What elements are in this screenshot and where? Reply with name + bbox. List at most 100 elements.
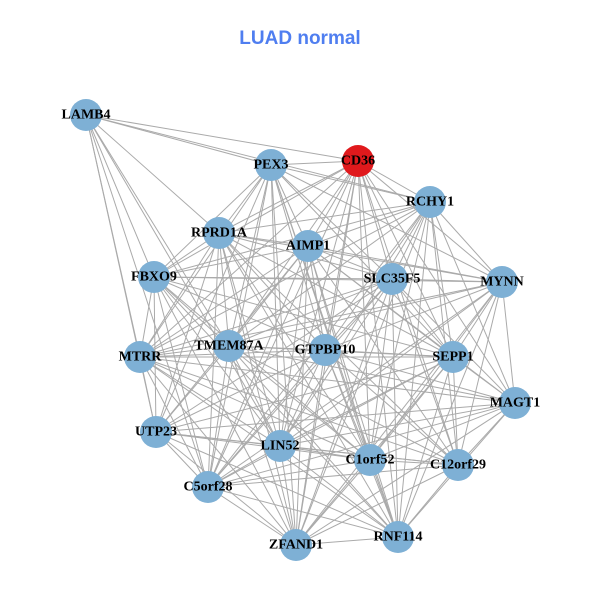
node-ZFAND1[interactable]: ZFAND1 xyxy=(269,529,323,561)
edge-GTPBP10-C5orf28 xyxy=(207,349,326,488)
node-circle[interactable] xyxy=(70,99,102,131)
edge-MYNN-C5orf28 xyxy=(207,281,503,488)
edge-GTPBP10-SEPP1 xyxy=(324,349,454,358)
edge-TMEM87A-LIN52 xyxy=(228,345,281,447)
edge-MAGT1-ZFAND1 xyxy=(295,402,516,546)
edge-SLC35F5-C1orf52 xyxy=(369,278,393,461)
edge-CD36-MYNN xyxy=(357,160,503,283)
edge-LIN52-ZFAND1 xyxy=(279,445,297,546)
node-circle[interactable] xyxy=(213,330,245,362)
node-circle[interactable] xyxy=(382,521,414,553)
edge-FBXO9-C1orf52 xyxy=(153,276,371,461)
node-label: C5orf28 xyxy=(184,480,233,495)
edge-TMEM87A-MAGT1 xyxy=(228,345,516,404)
node-circle[interactable] xyxy=(342,145,374,177)
edge-UTP23-C1orf52 xyxy=(155,431,371,461)
node-circle[interactable] xyxy=(292,230,324,262)
edge-RCHY1-RPRD1A xyxy=(218,201,431,234)
edge-RCHY1-C12orf29 xyxy=(429,201,459,466)
edge-RPRD1A-ZFAND1 xyxy=(218,232,297,546)
edge-CD36-RPRD1A xyxy=(218,160,359,234)
edge-MAGT1-C5orf28 xyxy=(207,402,516,488)
edge-C12orf29-C5orf28 xyxy=(207,464,459,488)
edge-MTRR-ZFAND1 xyxy=(139,356,297,546)
node-MAGT1[interactable]: MAGT1 xyxy=(490,387,541,419)
node-circle[interactable] xyxy=(437,341,469,373)
node-FBXO9[interactable]: FBXO9 xyxy=(131,261,177,293)
edge-SEPP1-C5orf28 xyxy=(207,356,454,488)
edge-SLC35F5-MAGT1 xyxy=(391,278,516,404)
edge-RPRD1A-LIN52 xyxy=(218,232,281,447)
edge-SLC35F5-RNF114 xyxy=(391,278,399,538)
edge-CD36-SLC35F5 xyxy=(357,160,393,280)
edge-MTRR-C1orf52 xyxy=(139,356,371,461)
node-GTPBP10[interactable]: GTPBP10 xyxy=(295,334,356,366)
node-SEPP1[interactable]: SEPP1 xyxy=(432,341,474,373)
node-LAMB4[interactable]: LAMB4 xyxy=(62,99,111,131)
edge-TMEM87A-C12orf29 xyxy=(228,345,459,466)
edge-GTPBP10-C12orf29 xyxy=(324,349,459,466)
node-circle[interactable] xyxy=(309,334,341,366)
node-CD36[interactable]: CD36 xyxy=(341,145,375,177)
edge-FBXO9-MYNN xyxy=(153,276,503,283)
edge-SLC35F5-LIN52 xyxy=(279,278,393,447)
node-circle[interactable] xyxy=(203,217,235,249)
node-label: GTPBP10 xyxy=(295,343,356,358)
node-circle[interactable] xyxy=(442,449,474,481)
edge-CD36-FBXO9 xyxy=(153,160,359,278)
node-circle[interactable] xyxy=(486,266,518,298)
edge-RCHY1-RNF114 xyxy=(397,201,431,538)
node-RNF114[interactable]: RNF114 xyxy=(374,521,423,553)
edge-RPRD1A-SEPP1 xyxy=(218,232,454,358)
edge-SLC35F5-MTRR xyxy=(139,278,393,358)
edge-SEPP1-C12orf29 xyxy=(452,356,459,466)
node-circle[interactable] xyxy=(255,149,287,181)
edge-SLC35F5-TMEM87A xyxy=(228,278,393,347)
figure-title: LUAD normal xyxy=(239,28,361,49)
node-circle[interactable] xyxy=(264,430,296,462)
edge-RCHY1-FBXO9 xyxy=(153,201,431,278)
node-circle[interactable] xyxy=(499,387,531,419)
edge-LAMB4-CD36 xyxy=(85,114,359,162)
node-MTRR[interactable]: MTRR xyxy=(119,341,163,373)
edge-SEPP1-RNF114 xyxy=(397,356,454,538)
node-circle[interactable] xyxy=(280,529,312,561)
node-label: RNF114 xyxy=(374,530,423,545)
node-C5orf28[interactable]: C5orf28 xyxy=(184,471,233,503)
node-MYNN[interactable]: MYNN xyxy=(480,266,524,298)
edge-RPRD1A-MYNN xyxy=(218,232,503,283)
edge-GTPBP10-UTP23 xyxy=(155,349,326,433)
edge-CD36-C12orf29 xyxy=(357,160,459,466)
node-circle[interactable] xyxy=(354,444,386,476)
node-C1orf52[interactable]: C1orf52 xyxy=(346,444,395,476)
node-label: CD36 xyxy=(341,154,375,169)
node-label: SEPP1 xyxy=(432,350,473,365)
node-UTP23[interactable]: UTP23 xyxy=(135,416,177,448)
node-LIN52[interactable]: LIN52 xyxy=(261,430,300,462)
edge-CD36-MTRR xyxy=(139,160,359,358)
node-C12orf29[interactable]: C12orf29 xyxy=(430,449,486,481)
node-circle[interactable] xyxy=(140,416,172,448)
node-circle[interactable] xyxy=(138,261,170,293)
edge-SLC35F5-GTPBP10 xyxy=(324,278,393,351)
edge-TMEM87A-RNF114 xyxy=(228,345,399,538)
edge-LAMB4-RPRD1A xyxy=(85,114,220,234)
node-label: UTP23 xyxy=(135,425,177,440)
edge-MAGT1-LIN52 xyxy=(279,402,516,447)
node-SLC35F5[interactable]: SLC35F5 xyxy=(364,263,421,295)
edge-RCHY1-AIMP1 xyxy=(307,201,431,247)
node-circle[interactable] xyxy=(124,341,156,373)
node-TMEM87A[interactable]: TMEM87A xyxy=(194,330,264,362)
edge-PEX3-SLC35F5 xyxy=(270,164,393,280)
node-PEX3[interactable]: PEX3 xyxy=(254,149,289,181)
node-AIMP1[interactable]: AIMP1 xyxy=(286,230,330,262)
edge-PEX3-LIN52 xyxy=(270,164,281,447)
edge-AIMP1-FBXO9 xyxy=(153,245,309,278)
node-circle[interactable] xyxy=(192,471,224,503)
node-RCHY1[interactable]: RCHY1 xyxy=(406,186,454,218)
node-RPRD1A[interactable]: RPRD1A xyxy=(191,217,248,249)
node-label: LIN52 xyxy=(261,439,300,454)
node-circle[interactable] xyxy=(376,263,408,295)
node-circle[interactable] xyxy=(414,186,446,218)
